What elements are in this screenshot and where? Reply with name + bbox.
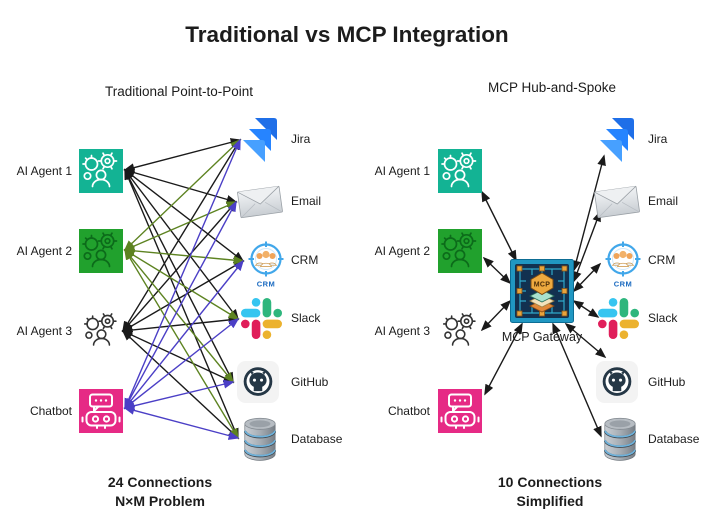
- connection-line: [123, 248, 235, 384]
- right-service-github: GitHub: [596, 361, 686, 403]
- left-service-github: GitHub: [237, 361, 329, 403]
- github-icon: [237, 361, 279, 403]
- jira-icon: [600, 118, 634, 162]
- crm-icon: [247, 240, 285, 290]
- connection-line: [123, 138, 242, 172]
- left-subtitle: Traditional Point-to-Point: [105, 84, 253, 99]
- left-agent1-node: AI Agent 1: [17, 149, 123, 193]
- page-title: Traditional vs MCP Integration: [185, 22, 508, 47]
- connection-line: [123, 379, 235, 411]
- service-label: Email: [291, 194, 321, 208]
- ai-agent-icon: [83, 313, 117, 346]
- right-service-crm: CRM: [604, 240, 675, 290]
- connection-line: [572, 300, 600, 318]
- email-icon: [593, 185, 641, 219]
- jira-icon: [243, 118, 277, 162]
- agent-label: AI Agent 2: [375, 244, 431, 258]
- connection-line: [481, 190, 517, 262]
- left-connections-agent3: [121, 138, 245, 440]
- slack-icon: [598, 298, 639, 339]
- right-agent3-node: AI Agent 3: [375, 313, 476, 346]
- right-service-database: Database: [603, 417, 700, 462]
- service-label: Slack: [291, 311, 321, 325]
- left-service-slack: Slack: [241, 298, 321, 339]
- left-service-email: Email: [236, 185, 321, 219]
- right-caption-line2: Simplified: [517, 493, 584, 509]
- left-service-crm: CRM: [247, 240, 318, 290]
- agent-label: Chatbot: [30, 404, 73, 418]
- connection-line: [480, 299, 512, 332]
- hub-label: MCP Gateway: [502, 330, 583, 344]
- right-service-jira: Jira: [600, 118, 668, 162]
- github-icon: [596, 361, 638, 403]
- slack-icon: [241, 298, 282, 339]
- left-chatbot-node: Chatbot: [30, 389, 123, 433]
- connection-line: [121, 200, 238, 333]
- connection-line: [124, 200, 237, 410]
- right-subtitle: MCP Hub-and-Spoke: [488, 80, 616, 95]
- left-service-database: Database: [243, 417, 343, 462]
- connection-line: [482, 256, 512, 285]
- crm-icon: [604, 240, 642, 290]
- mcp-gateway-node: MCP Gateway: [502, 258, 583, 344]
- service-label: CRM: [648, 253, 675, 267]
- service-label: Jira: [648, 132, 668, 146]
- service-label: Slack: [648, 311, 678, 325]
- database-icon: [243, 417, 277, 462]
- right-chatbot-node: Chatbot: [388, 389, 482, 433]
- email-icon: [236, 185, 284, 219]
- left-caption-line1: 24 Connections: [108, 474, 212, 490]
- right-caption-line1: 10 Connections: [498, 474, 602, 490]
- connection-line: [123, 246, 245, 265]
- service-label: Email: [648, 194, 678, 208]
- service-label: Database: [648, 432, 700, 446]
- right-connections: [480, 154, 607, 438]
- connection-line: [123, 259, 245, 410]
- connection-line: [124, 138, 241, 410]
- mcp-gateway-icon: [509, 258, 575, 324]
- right-service-slack: Slack: [598, 298, 678, 339]
- connection-line: [572, 262, 602, 293]
- agent-label: AI Agent 2: [17, 244, 73, 258]
- connection-line: [123, 406, 240, 440]
- right-agent1-node: AI Agent 1: [375, 149, 482, 193]
- service-label: GitHub: [291, 375, 329, 389]
- agent-label: AI Agent 3: [17, 324, 73, 338]
- connection-line: [124, 248, 239, 440]
- left-service-jira: Jira: [243, 118, 311, 162]
- left-connections-chatbot: [123, 138, 245, 440]
- database-icon: [603, 417, 637, 462]
- left-agent2-node: AI Agent 2: [17, 229, 123, 273]
- connection-line: [484, 322, 523, 396]
- agent-label: AI Agent 3: [375, 324, 431, 338]
- left-caption-line2: N×M Problem: [115, 493, 205, 509]
- right-service-email: Email: [593, 185, 678, 219]
- left-agent3-node: AI Agent 3: [17, 313, 117, 346]
- service-label: Database: [291, 432, 343, 446]
- agent-label: Chatbot: [388, 404, 431, 418]
- service-label: CRM: [291, 253, 318, 267]
- right-agent2-node: AI Agent 2: [375, 229, 482, 273]
- agent-label: AI Agent 1: [375, 164, 431, 178]
- service-label: Jira: [291, 132, 311, 146]
- ai-agent-icon: [442, 313, 476, 346]
- service-label: GitHub: [648, 375, 686, 389]
- agent-label: AI Agent 1: [17, 164, 73, 178]
- connection-line: [552, 322, 602, 438]
